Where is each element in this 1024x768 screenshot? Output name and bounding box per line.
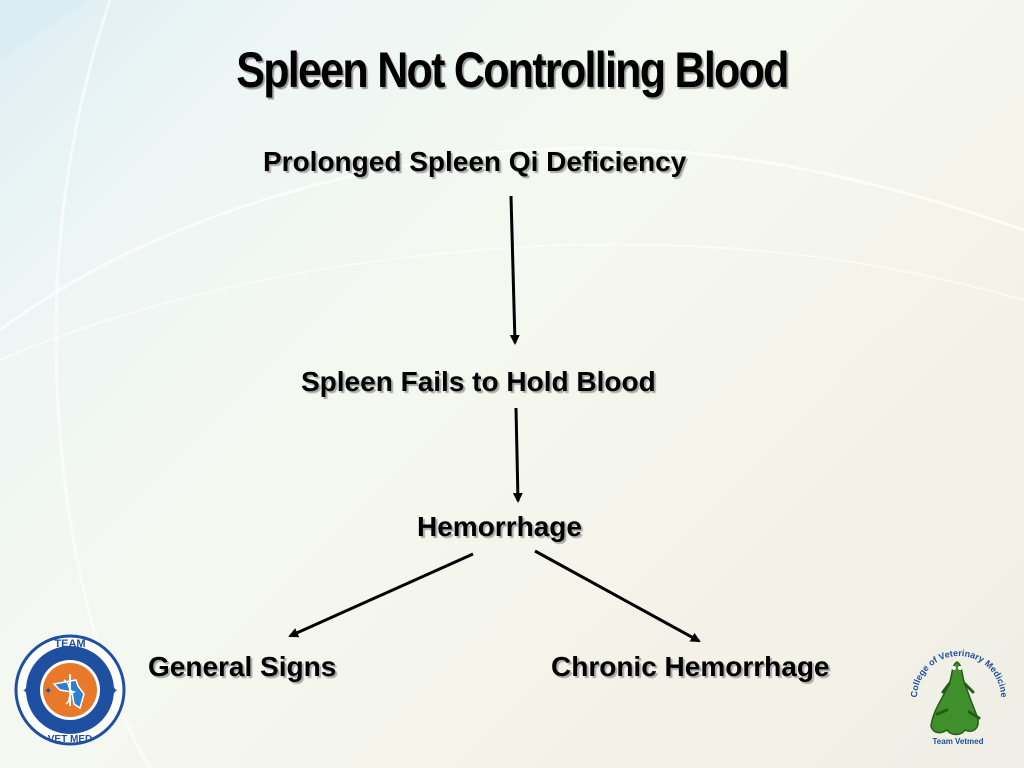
arrow-root-to-middle <box>509 195 520 345</box>
node-chronic-hemorrhage: Chronic Hemorrhage <box>551 651 830 682</box>
logo-top-text: TEAM <box>54 638 85 650</box>
logo-bottom-text-gator: Team Vetmed <box>933 737 984 746</box>
logo-bottom-text: VET MED <box>48 734 92 745</box>
svg-text:✦: ✦ <box>22 686 30 697</box>
node-middle: Spleen Fails to Hold Blood <box>301 366 656 397</box>
slide-title: Spleen Not Controlling Blood <box>236 42 789 98</box>
arrow-hemorrhage-to-chronic <box>534 549 701 643</box>
team-vet-med-logo: TEAM VET MED ✦ ✦ ✦ <box>14 634 126 746</box>
arrow-hemorrhage-to-general-signs <box>288 552 474 638</box>
node-general-signs: General Signs <box>148 651 337 682</box>
arrow-middle-to-hemorrhage <box>512 407 523 503</box>
node-root: Prolonged Spleen Qi Deficiency <box>263 146 687 177</box>
gator-logo: College of Veterinary Medicine Team Vetm… <box>909 648 1009 746</box>
node-hemorrhage: Hemorrhage <box>417 511 582 542</box>
svg-text:✦: ✦ <box>110 686 118 697</box>
svg-text:✦: ✦ <box>44 686 52 697</box>
